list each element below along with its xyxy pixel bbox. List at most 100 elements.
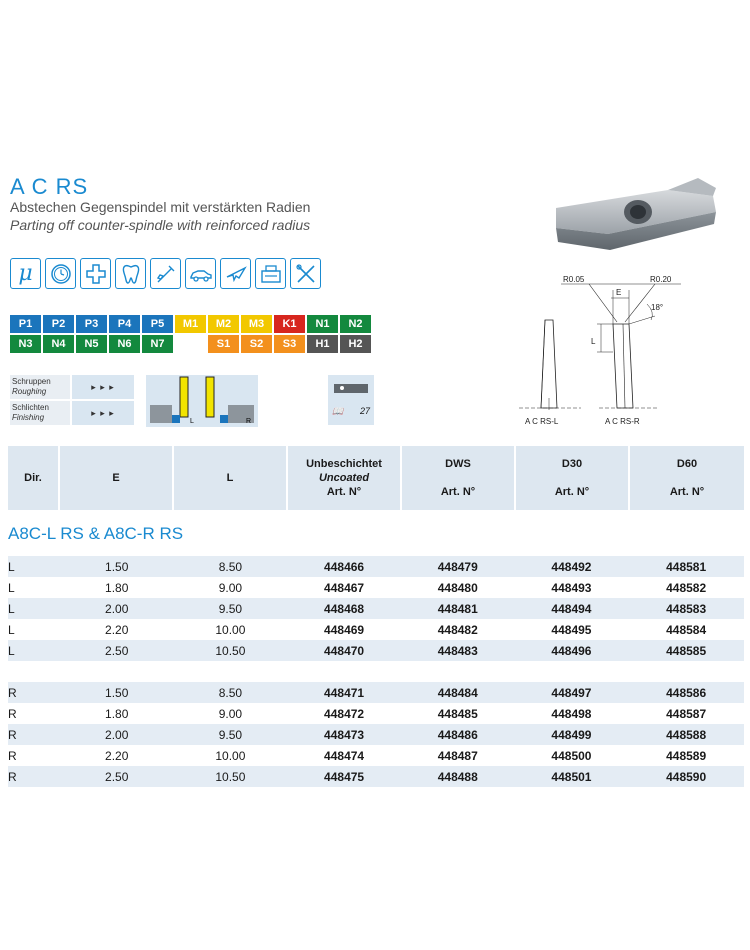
column-header: E — [60, 446, 172, 510]
grade-h2: H2 — [340, 335, 371, 353]
table-cell: 448481 — [437, 601, 478, 616]
length-l-label: L — [591, 337, 596, 346]
column-header-line: D60 — [676, 458, 698, 470]
table-cell: 448470 — [324, 643, 365, 658]
table-cell: 448588 — [666, 727, 707, 742]
table-cell: 1.80 — [105, 706, 129, 721]
table-cell: 1.50 — [105, 559, 129, 574]
table-cell: R — [8, 727, 17, 742]
column-header-line: L — [226, 472, 234, 484]
grade-m1: M1 — [175, 315, 206, 333]
table-cell: 10.00 — [215, 748, 246, 763]
column-header: D60 Art. N° — [630, 446, 744, 510]
grade-k1: K1 — [274, 315, 305, 333]
grade-s3: S3 — [274, 335, 305, 353]
right-caption: A C RS-R — [605, 417, 640, 426]
column-header: DWS Art. N° — [402, 446, 514, 510]
grade-m3: M3 — [241, 315, 272, 333]
table-cell: 448584 — [666, 622, 707, 637]
automotive-icon — [185, 258, 216, 289]
holder-icon — [334, 384, 368, 393]
table-cell: L — [8, 601, 15, 616]
column-header-line: Art. N° — [326, 486, 362, 498]
table-cell: 448485 — [437, 706, 478, 721]
table-cell: 2.20 — [105, 622, 129, 637]
grade-p4: P4 — [109, 315, 140, 333]
diagram-left-label: L — [190, 418, 194, 425]
tool-orientation-diagram: L R — [146, 375, 258, 427]
column-header-line: E — [112, 472, 120, 484]
column-header-line — [456, 471, 459, 485]
grade-empty — [175, 335, 206, 353]
table-cell: R — [8, 685, 17, 700]
general-mechanics-icon — [255, 258, 286, 289]
table-cell: 448480 — [437, 580, 478, 595]
book-icon: 📖 — [332, 406, 344, 416]
section-title: A8C-L RS & A8C-R RS — [8, 524, 184, 543]
table-cell: L — [8, 622, 15, 637]
table-cell: 448473 — [324, 727, 365, 742]
table-cell: 448486 — [437, 727, 478, 742]
table-cell: 448469 — [324, 622, 365, 637]
holder-reference[interactable]: 📖 27 — [328, 375, 374, 425]
grade-h1: H1 — [307, 335, 338, 353]
table-cell: 448474 — [324, 748, 365, 763]
table-cell: 448496 — [551, 643, 592, 658]
roughing-label-en: Roughing — [12, 387, 47, 396]
grade-n2: N2 — [340, 315, 371, 333]
table-cell: 448467 — [324, 580, 365, 595]
finishing-label-en: Finishing — [12, 413, 45, 422]
micro-icon: μ — [10, 258, 41, 289]
table-cell: 2.00 — [105, 727, 129, 742]
column-header: D30 Art. N° — [516, 446, 628, 510]
medical-cross-icon — [80, 258, 111, 289]
column-header-line: Dir. — [24, 472, 42, 484]
table-cell: 448589 — [666, 748, 707, 763]
width-e-label: E — [616, 288, 621, 297]
grade-p3: P3 — [76, 315, 107, 333]
technical-drawing: R0.05 R0.20 E 18° L A C RS-L A C RS-R — [519, 275, 681, 426]
tools-icon — [290, 258, 321, 289]
column-header-line: Art. N° — [669, 486, 705, 498]
table-cell: 448497 — [551, 685, 592, 700]
table-cell: 448494 — [551, 601, 592, 616]
column-header-line: Art. N° — [554, 486, 590, 498]
grade-p5: P5 — [142, 315, 173, 333]
table-cell: 9.50 — [218, 727, 243, 742]
column-header: L — [174, 446, 286, 510]
table-cell: R — [8, 769, 17, 784]
table-cell: 2.50 — [105, 769, 129, 784]
grade-p2: P2 — [43, 315, 74, 333]
column-header-line: D30 — [561, 458, 583, 470]
table-cell: 448475 — [324, 769, 365, 784]
table-cell: 448498 — [551, 706, 592, 721]
table-cell: 448471 — [324, 685, 365, 700]
roughing-label-de: Schruppen — [12, 377, 51, 386]
table-cell: 1.80 — [105, 580, 129, 595]
radius-large-label: R0.20 — [650, 275, 672, 284]
page-title: A C RS — [10, 174, 89, 199]
table-cell: 448487 — [437, 748, 478, 763]
diagram-right-label: R — [246, 418, 251, 425]
subtitle-english: Parting off counter-spindle with reinfor… — [10, 217, 311, 233]
table-cell: 2.50 — [105, 643, 129, 658]
table-cell: L — [8, 580, 15, 595]
grade-m2: M2 — [208, 315, 239, 333]
table-cell: 1.50 — [105, 685, 129, 700]
table-cell: 448499 — [551, 727, 592, 742]
table-cell: 2.20 — [105, 748, 129, 763]
angle-label: 18° — [651, 303, 663, 312]
table-cell: 448500 — [551, 748, 592, 763]
